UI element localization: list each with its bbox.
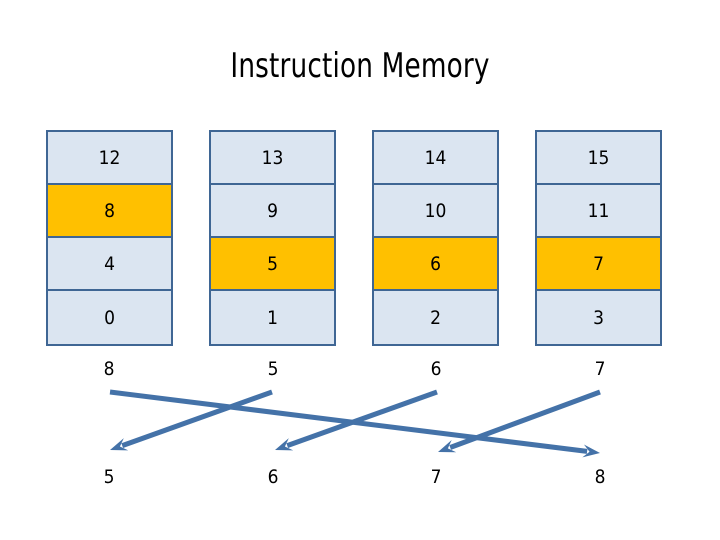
mapping-source-label-3: 7 (594, 358, 606, 380)
mapping-target-label-1: 6 (267, 466, 279, 488)
memory-cell[interactable]: 9 (211, 185, 334, 238)
memory-cell-highlighted[interactable]: 8 (48, 185, 171, 238)
arrow-head (275, 438, 294, 451)
memory-column-3: 15 11 7 3 (535, 130, 662, 346)
memory-cell[interactable]: 4 (48, 238, 171, 291)
mapping-source-label-0: 8 (103, 358, 115, 380)
memory-cell-highlighted[interactable]: 7 (537, 238, 660, 291)
arrow-5-to-5 (110, 389, 273, 451)
arrow-shaft (449, 389, 601, 450)
memory-cell-highlighted[interactable]: 6 (374, 238, 497, 291)
mapping-target-label-2: 7 (430, 466, 442, 488)
arrow-7-to-7 (438, 389, 601, 453)
memory-cell[interactable]: 14 (374, 132, 497, 185)
arrow-6-to-6 (275, 389, 438, 451)
arrow-shaft (121, 389, 273, 448)
page-title: Instruction Memory (230, 46, 490, 86)
memory-cell[interactable]: 13 (211, 132, 334, 185)
arrow-head (438, 440, 457, 453)
memory-cell-highlighted[interactable]: 5 (211, 238, 334, 291)
arrow-head (110, 438, 129, 451)
memory-cell[interactable]: 10 (374, 185, 497, 238)
memory-column-1: 13 9 5 1 (209, 130, 336, 346)
mapping-source-label-1: 5 (267, 358, 279, 380)
arrow-head (582, 444, 600, 458)
memory-cell[interactable]: 3 (537, 291, 660, 344)
mapping-target-label-3: 8 (594, 466, 606, 488)
memory-cell[interactable]: 2 (374, 291, 497, 344)
arrow-shaft (109, 389, 588, 454)
memory-column-0: 12 8 4 0 (46, 130, 173, 346)
mapping-source-label-2: 6 (430, 358, 442, 380)
memory-cell[interactable]: 15 (537, 132, 660, 185)
arrow-8-to-8 (109, 389, 600, 458)
instruction-memory-grid: 12 8 4 0 13 9 5 1 14 10 6 2 15 11 7 3 (46, 130, 666, 346)
memory-column-2: 14 10 6 2 (372, 130, 499, 346)
arrow-shaft (286, 389, 438, 448)
memory-cell[interactable]: 11 (537, 185, 660, 238)
memory-cell[interactable]: 12 (48, 132, 171, 185)
memory-cell[interactable]: 0 (48, 291, 171, 344)
mapping-target-label-0: 5 (103, 466, 115, 488)
memory-cell[interactable]: 1 (211, 291, 334, 344)
